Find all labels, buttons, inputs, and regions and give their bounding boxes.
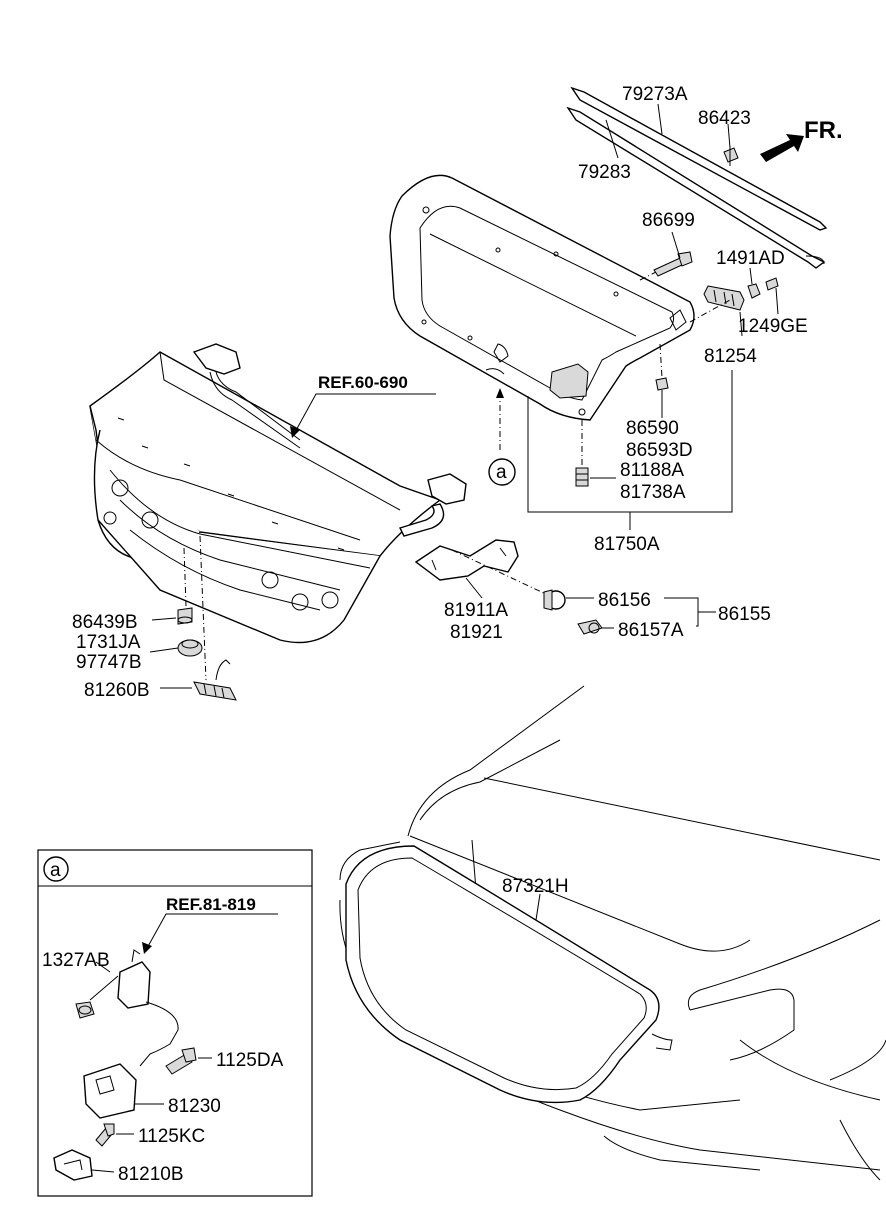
label-81210B: 81210B	[118, 1164, 184, 1185]
label-86423: 86423	[698, 108, 751, 129]
label-86439B: 86439B	[72, 612, 138, 633]
grommet-97747B	[177, 639, 203, 657]
bumper-86439B	[177, 607, 193, 625]
bolt-86699	[653, 251, 693, 277]
label-81738A: 81738A	[620, 482, 686, 503]
label-1731JA: 1731JA	[76, 632, 141, 653]
label-86590: 86590	[626, 418, 679, 439]
front-arrow-icon	[760, 134, 804, 162]
trim-panel	[389, 174, 695, 421]
label-97747B: 97747B	[76, 652, 142, 673]
weatherstrip-87321H	[345, 845, 673, 1104]
clip-1491AD	[747, 283, 761, 299]
stopper-81188A	[575, 467, 589, 487]
label-1125DA: 1125DA	[216, 1050, 284, 1071]
lamp-81260B	[193, 659, 237, 701]
hinge-left	[192, 343, 301, 449]
label-86155: 86155	[718, 604, 771, 625]
inset-parts	[53, 913, 278, 1181]
bumper-86157A	[577, 619, 603, 635]
label-81254: 81254	[704, 346, 757, 367]
label-1491AD: 1491AD	[716, 248, 785, 269]
label-81260B: 81260B	[84, 680, 150, 701]
inset-callout-circle	[43, 856, 69, 882]
label-81911A: 81911A	[444, 600, 508, 621]
ref-label-60-690: REF.60-690	[318, 373, 408, 392]
label-81230: 81230	[168, 1096, 221, 1117]
lamp-81254	[703, 285, 745, 311]
ref-label-81-819: REF.81-819	[166, 895, 256, 914]
label-87321H: 87321H	[502, 876, 569, 897]
label-86157A: 86157A	[618, 620, 684, 641]
screw-1249GE	[765, 277, 779, 291]
label-1125KC: 1125KC	[138, 1126, 205, 1147]
label-79283: 79283	[578, 162, 631, 183]
inset-box	[37, 849, 313, 1197]
hinge-right	[399, 473, 467, 537]
label-79273A: 79273A	[622, 84, 688, 105]
label-81921: 81921	[450, 622, 503, 643]
label-81750A: 81750A	[594, 534, 660, 555]
inset-callout-label: a	[50, 860, 61, 881]
part-labels: 79273A 86423 79283 FR. 86699 1491AD 1249…	[72, 84, 843, 897]
clip-86423	[723, 146, 739, 166]
label-86699: 86699	[642, 210, 695, 231]
label-81188A: 81188A	[620, 460, 684, 481]
fastener-86590	[655, 377, 669, 391]
bracket-81911A	[414, 539, 519, 581]
label-1327AB: 1327AB	[42, 950, 110, 971]
inset-labels: a REF.81-819 1327AB 1125DA 81230 1125KC …	[42, 860, 284, 1185]
front-direction-label: FR.	[804, 117, 843, 144]
torsion-rods	[566, 86, 828, 269]
label-86156: 86156	[598, 590, 651, 611]
callout-a-circle	[488, 458, 516, 486]
trunk-lid	[89, 351, 442, 644]
label-86593D: 86593D	[626, 440, 693, 461]
callout-a-label: a	[496, 462, 507, 483]
label-1249GE: 1249GE	[738, 316, 808, 337]
bumper-86156	[543, 589, 566, 611]
